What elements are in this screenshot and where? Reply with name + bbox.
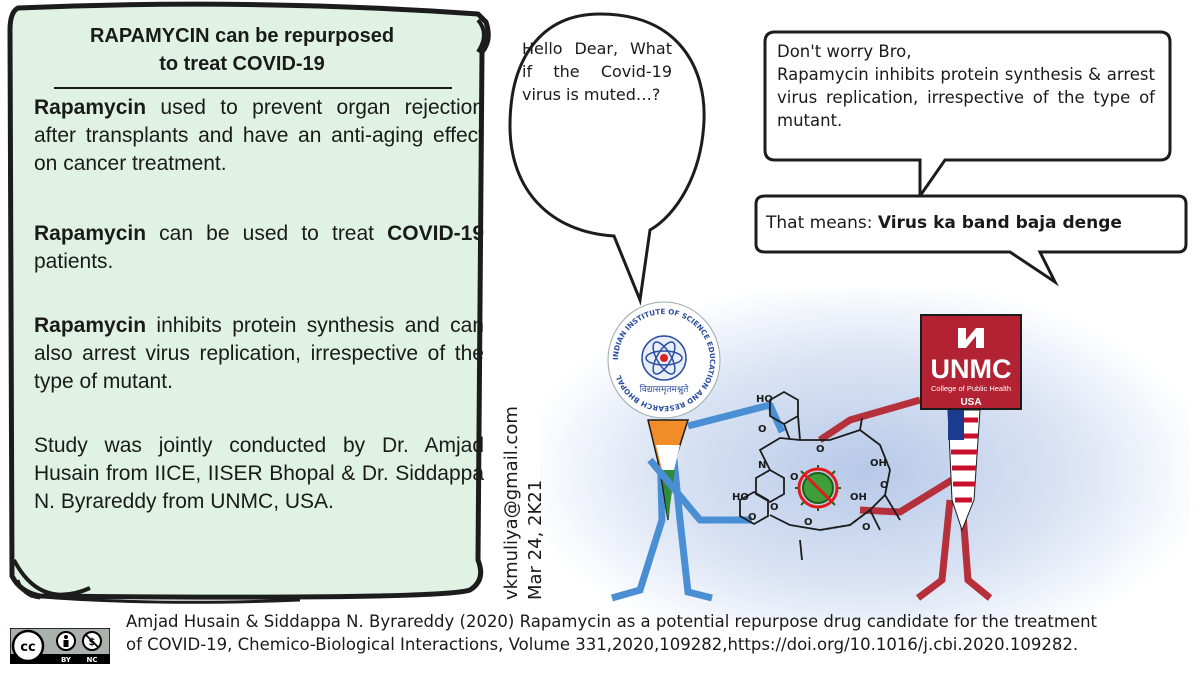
right-bubble-line-1: Don't worry Bro,	[777, 42, 912, 61]
svg-text:cc: cc	[20, 640, 35, 655]
mol-label-o-2: O	[790, 472, 799, 483]
usa-flag-tie	[947, 409, 981, 532]
paragraph-2: Rapamycin can be used to treat COVID-19 …	[34, 220, 484, 276]
right-bubble-line-2: Rapamycin inhibits protein synthesis & a…	[777, 65, 1155, 130]
mol-label-oh-1: OH	[870, 458, 887, 469]
rapamycin-molecule	[739, 390, 901, 561]
means-prefix: That means:	[766, 213, 878, 233]
unmc-arm-lower	[859, 477, 954, 516]
paragraph-1: Rapamycin used to prevent organ rejectio…	[34, 94, 484, 178]
scroll-content: RAPAMYCIN can be repurposed to treat COV…	[32, 22, 484, 513]
p2-text: can be used to treat	[146, 222, 388, 245]
right-bubble-text: Don't worry Bro, Rapamycin inhibits prot…	[777, 40, 1155, 132]
title-underline	[54, 87, 452, 89]
mol-label-o-4: O	[880, 480, 889, 491]
mol-label-ho-1: HO	[756, 394, 773, 405]
mol-label-oh-2: OH	[850, 492, 867, 503]
p2-bold-covid: COVID-19	[387, 222, 484, 245]
mol-label-o-1: O	[758, 424, 767, 435]
paragraph-3: Rapamycin inhibits protein synthesis and…	[34, 312, 484, 396]
virus-no-symbol	[795, 465, 841, 511]
p1-bold: Rapamycin	[34, 96, 147, 119]
author-email: vkmuliya@gmail.com	[501, 406, 522, 600]
left-speech-bubble	[508, 12, 706, 306]
unmc-subtitle: College of Public Health	[930, 384, 1012, 393]
unmc-country: USA	[960, 397, 982, 408]
iiser-logo: INDIAN INSTITUTE OF SCIENCE EDUCATION AN…	[607, 301, 721, 419]
mol-label-o-7: O	[804, 517, 813, 528]
mol-label-ho-2: HO	[732, 492, 749, 503]
scroll-paper	[7, 1, 491, 604]
mol-label-o-5: O	[770, 502, 779, 513]
iiser-arm-lower	[647, 457, 752, 524]
unmc-leg-left	[915, 499, 954, 601]
unmc-logo	[920, 314, 1022, 410]
mol-label-o-8: O	[862, 522, 871, 533]
p3-text: inhibits protein synthesis and can also …	[34, 314, 484, 393]
p2-text-2: patients.	[34, 250, 114, 273]
svg-text:$: $	[89, 637, 96, 648]
unmc-label: UNMC College of Public Health USA	[923, 318, 1019, 410]
unmc-n-icon	[958, 328, 984, 348]
means-bold: Virus ka band baja denge	[877, 213, 1122, 233]
title-line-1: RAPAMYCIN can be repurposed	[89, 25, 395, 47]
iiser-hindi-motto: विद्यासमृतमश्नुते	[640, 383, 690, 395]
molecule-labels: HO O N O O OH O O HO O OH O O	[732, 394, 889, 533]
unmc-leg-right	[958, 499, 993, 601]
mol-label-o-6: O	[748, 512, 757, 523]
citation-line-1: Amjad Husain & Siddappa N. Byrareddy (20…	[126, 612, 1098, 631]
cc-icon	[11, 629, 45, 663]
right-speech-bubble-bottom	[754, 194, 1188, 287]
means-text: That means: Virus ka band baja denge	[766, 211, 1186, 235]
scroll-title: RAPAMYCIN can be repurposed to treat COV…	[42, 22, 442, 78]
unmc-arm-upper	[818, 396, 921, 443]
mol-label-o-3: O	[816, 444, 825, 455]
citation-line-2: of COVID-19, Chemico-Biological Interact…	[126, 635, 1079, 654]
p3-bold: Rapamycin	[34, 314, 147, 337]
mol-label-n: N	[758, 460, 766, 471]
title-line-2: to treat COVID-19	[159, 53, 325, 75]
cc-by-label: BY	[61, 656, 72, 664]
cc-license-badge: cc $ BY NC	[10, 628, 110, 664]
p1-text: used to prevent organ rejection after tr…	[34, 96, 484, 175]
right-speech-bubble-top	[763, 30, 1172, 201]
left-bubble-text: Hello Dear, What if the Covid-19 virus i…	[522, 39, 672, 104]
paragraph-4: Study was jointly conducted by Dr. Amjad…	[34, 434, 484, 513]
p2-bold: Rapamycin	[34, 222, 147, 245]
cc-nc-label: NC	[87, 656, 98, 664]
author-credit: vkmuliya@gmail.com Mar 24, 2K21	[500, 406, 548, 600]
citation: Amjad Husain & Siddappa N. Byrareddy (20…	[126, 610, 1196, 656]
author-date: Mar 24, 2K21	[525, 479, 546, 600]
unmc-name: UNMC	[930, 354, 1012, 384]
